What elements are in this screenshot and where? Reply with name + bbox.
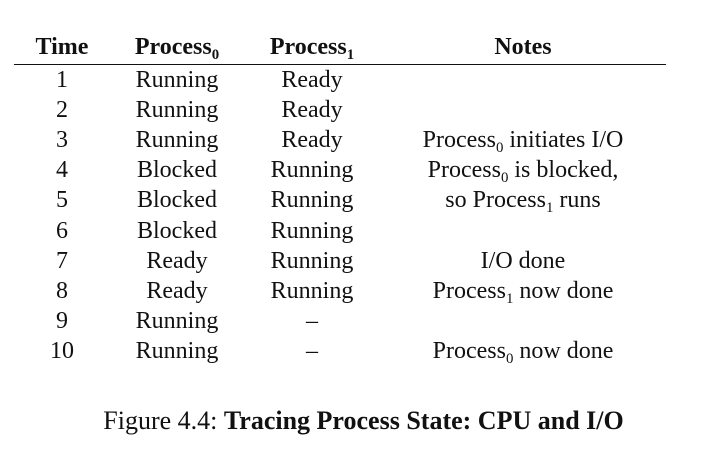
cell-note [380, 65, 666, 96]
table-row: 7 Ready Running I/O done [14, 246, 666, 276]
cell-process0-state: Blocked [137, 157, 217, 184]
figure-caption: Figure 4.4: Tracing Process State: CPU a… [0, 406, 727, 436]
header-process0: Process0 [110, 30, 244, 65]
process-state-table: Time Process0 Process1 Notes 1 Running R… [14, 30, 666, 367]
cell-process0-state: Ready [146, 247, 208, 274]
header-time: Time [14, 30, 110, 65]
cell-note: Process0 is blocked, [427, 157, 619, 187]
cell-time: 7 [56, 247, 68, 274]
cell-time: 4 [56, 157, 68, 184]
table-row: 10 Running – Process0 now done [14, 337, 666, 367]
cell-process1-state: Ready [281, 66, 343, 93]
cell-time: 3 [56, 126, 68, 153]
cell-process0-state: Blocked [137, 187, 217, 214]
cell-time: 5 [56, 187, 68, 214]
cell-note: Process0 initiates I/O [422, 126, 624, 157]
cell-process0-state: Blocked [137, 217, 217, 244]
table-row: 6 Blocked Running [14, 216, 666, 246]
table-header-row: Time Process0 Process1 Notes [14, 30, 666, 65]
cell-process1-state: Ready [281, 96, 343, 123]
header-notes: Notes [380, 30, 666, 65]
table-row: 4 Blocked Running Process0 is blocked, [14, 156, 666, 186]
header-process1: Process1 [244, 30, 380, 65]
cell-process1-state: – [306, 308, 318, 335]
cell-time: 10 [50, 338, 74, 365]
cell-note: Process0 now done [432, 338, 614, 368]
cell-process1-state: Running [270, 247, 354, 274]
figure-title: Tracing Process State: CPU and I/O [223, 406, 624, 435]
cell-note [380, 95, 666, 125]
cell-note [380, 216, 666, 246]
cell-note: I/O done [480, 247, 566, 274]
cell-process1-state: Running [270, 217, 354, 244]
cell-note: Process1 now done [432, 277, 614, 308]
cell-process0-state: Running [135, 126, 219, 153]
table-row: 2 Running Ready [14, 95, 666, 125]
cell-process1-state: Running [270, 187, 354, 214]
cell-process1-state: Running [270, 157, 354, 184]
cell-time: 8 [56, 277, 68, 304]
cell-note: so Process1 runs [445, 187, 601, 217]
table-row: 5 Blocked Running so Process1 runs [14, 186, 666, 216]
cell-note [380, 307, 666, 337]
cell-process0-state: Running [135, 338, 219, 365]
cell-process0-state: Ready [146, 277, 208, 304]
cell-process0-state: Running [135, 66, 219, 93]
cell-time: 6 [56, 217, 68, 244]
cell-process1-state: – [306, 338, 318, 365]
cell-time: 9 [56, 308, 68, 335]
cell-process1-state: Ready [281, 126, 343, 153]
table-row: 8 Ready Running Process1 now done [14, 276, 666, 308]
cell-process0-state: Running [135, 96, 219, 123]
table-row: 1 Running Ready [14, 65, 666, 96]
table-row: 3 Running Ready Process0 initiates I/O [14, 125, 666, 157]
cell-process0-state: Running [135, 308, 219, 335]
figure-label: Figure 4.4: [103, 406, 218, 435]
cell-time: 2 [56, 96, 68, 123]
table-row: 9 Running – [14, 307, 666, 337]
cell-process1-state: Running [270, 277, 354, 304]
cell-time: 1 [56, 66, 68, 93]
